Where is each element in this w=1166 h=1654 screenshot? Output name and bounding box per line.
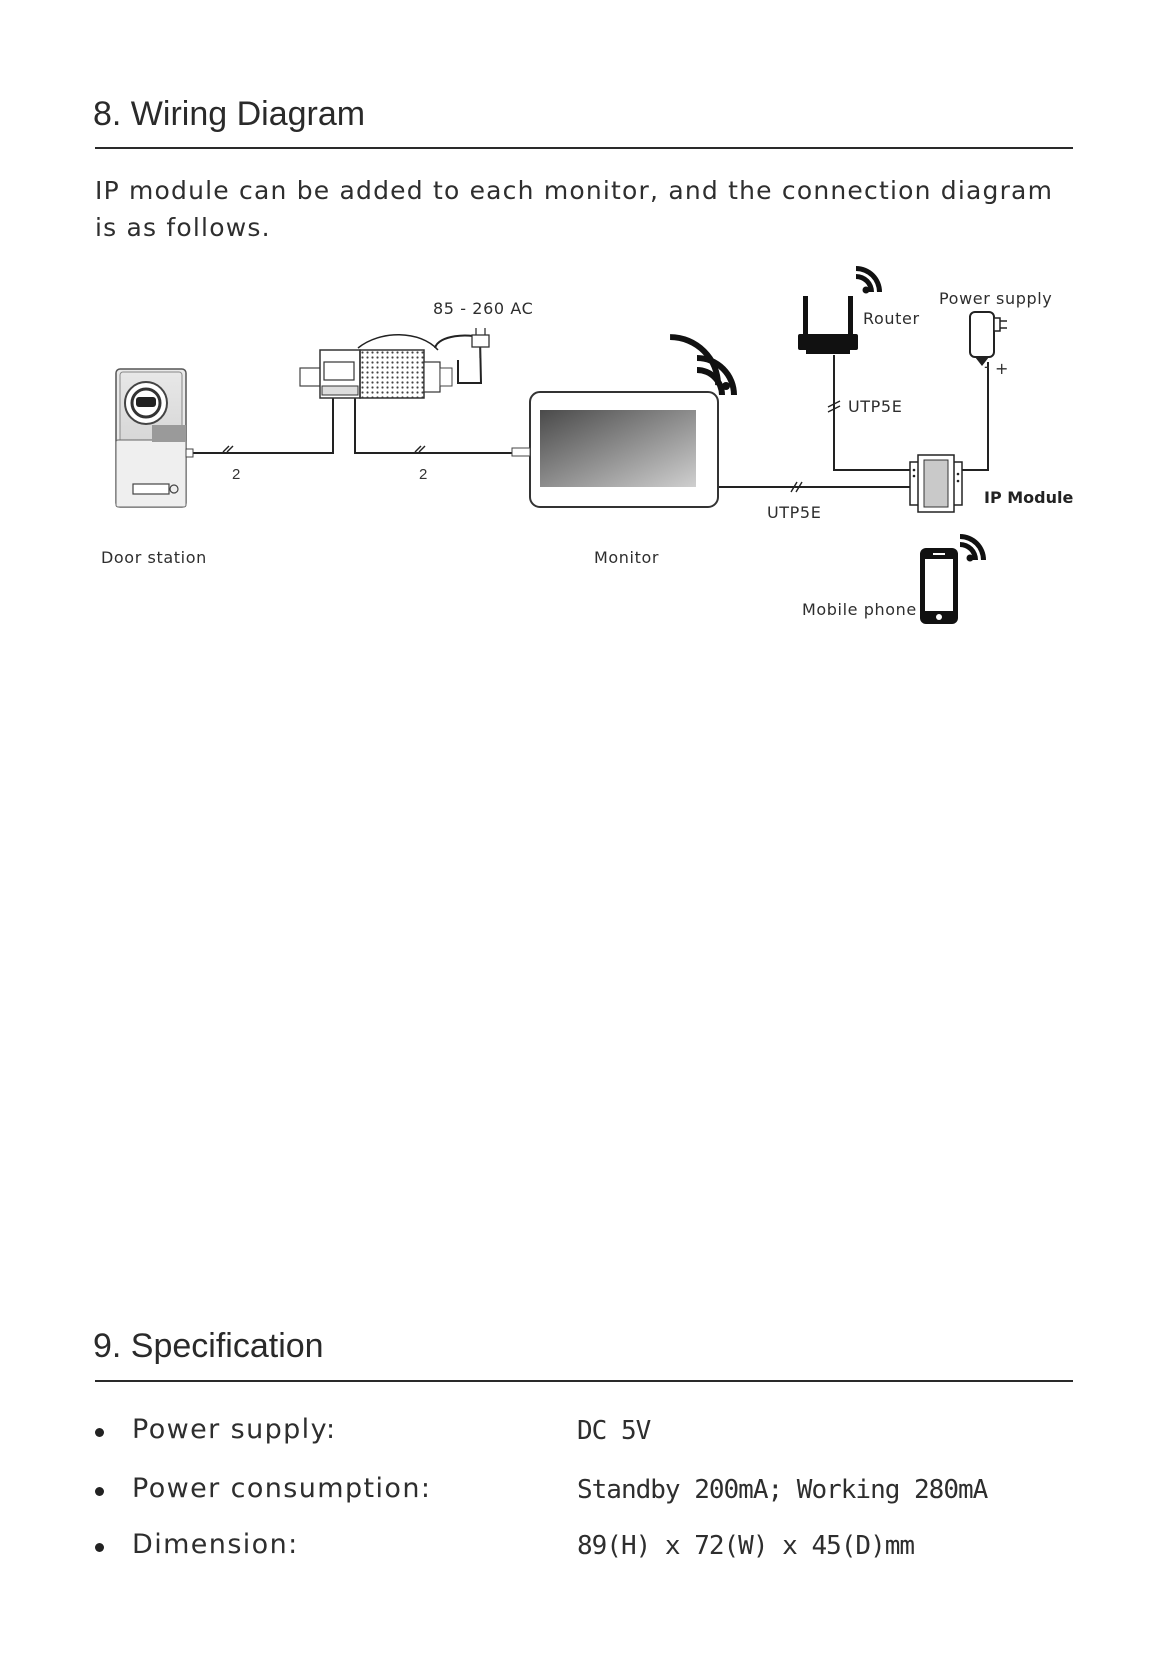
- wiring-diagram: 85 - 260 AC Router Power supply - + UTP5…: [101, 266, 1073, 624]
- spec-row-power-consumption: Power consumption: Standby 200mA; Workin…: [95, 1473, 1085, 1513]
- distributor-to-monitor-wire: [354, 392, 516, 454]
- spec-label: Power consumption:: [132, 1473, 432, 1504]
- door-to-distributor-wire: [188, 392, 334, 454]
- power-distributor: [299, 349, 453, 399]
- section-8-title: 8. Wiring Diagram: [93, 95, 366, 133]
- bullet-icon: [95, 1543, 104, 1552]
- spec-label: Dimension:: [132, 1529, 299, 1560]
- ip-module: [909, 454, 963, 513]
- section-8-divider: [95, 147, 1073, 149]
- section-9-divider: [95, 1380, 1073, 1382]
- ac-input-label: 85 - 260 AC: [433, 299, 533, 318]
- spec-value: DC 5V: [577, 1416, 651, 1446]
- ac-cable: [434, 334, 483, 384]
- router-label: Router: [863, 309, 920, 328]
- door-station: [115, 368, 194, 508]
- router: [798, 296, 858, 354]
- spec-value: 89(H) x 72(W) x 45(D)mm: [577, 1531, 915, 1561]
- spec-value: Standby 200mA; Working 280mA: [577, 1475, 988, 1505]
- utp-router-label: UTP5E: [848, 397, 902, 416]
- power-to-ip-module-wire: [962, 362, 989, 471]
- spec-row-dimension: Dimension: 89(H) x 72(W) x 45(D)mm: [95, 1529, 1085, 1569]
- polarity-plus: +: [995, 359, 1009, 378]
- spec-row-power-supply: Power supply: DC 5V: [95, 1414, 1085, 1454]
- bullet-icon: [95, 1487, 104, 1496]
- wires: [188, 334, 989, 488]
- router-wifi-icon: [856, 266, 882, 294]
- door-station-label: Door station: [101, 548, 207, 567]
- monitor-label: Monitor: [594, 548, 659, 567]
- ac-plug-icon: [471, 328, 490, 358]
- polarity-minus: -: [984, 357, 990, 376]
- mobile-phone-icon: [920, 548, 958, 624]
- monitor-wifi-icon: [670, 334, 737, 395]
- utp-monitor-label: UTP5E: [767, 503, 821, 522]
- section-9-title: 9. Specification: [93, 1327, 324, 1365]
- wire-count-right: 2: [419, 466, 427, 483]
- power-supply-label: Power supply: [939, 289, 1052, 308]
- spec-label: Power supply:: [132, 1414, 337, 1445]
- power-adapter: [969, 311, 1007, 366]
- wire-break-marks: [222, 400, 841, 493]
- ip-module-label: IP Module: [984, 488, 1073, 507]
- phone-wifi-icon: [960, 534, 986, 562]
- mobile-phone-label: Mobile phone: [802, 600, 917, 619]
- section-8-intro: IP module can be added to each monitor, …: [95, 176, 1054, 242]
- router-to-ip-module-wire: [833, 355, 910, 471]
- wire-count-left: 2: [232, 466, 240, 483]
- monitor: [511, 391, 719, 508]
- bullet-icon: [95, 1428, 104, 1437]
